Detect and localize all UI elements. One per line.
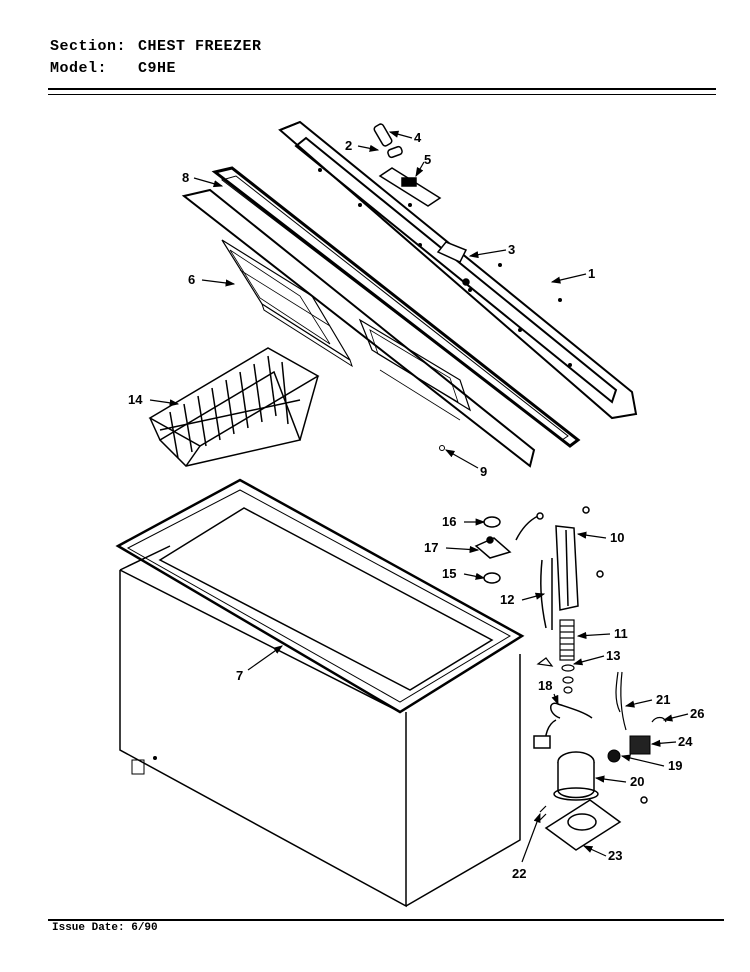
- callout-22: 22: [512, 866, 526, 881]
- section-label: Section:: [50, 38, 127, 55]
- power-cord: [533, 702, 593, 749]
- callout-6: 6: [188, 272, 195, 287]
- callout-16: 16: [442, 514, 456, 529]
- spring-washers: [536, 657, 575, 694]
- issue-date: Issue Date: 6/90: [52, 922, 158, 934]
- section-value: CHEST FREEZER: [138, 38, 262, 55]
- capacitor: [607, 749, 621, 763]
- wire-basket: [148, 347, 320, 467]
- outer-lid-frame: [278, 120, 638, 420]
- callout-23: 23: [608, 848, 622, 863]
- hinge-cap-lower: [483, 572, 501, 584]
- hinge-cover: [378, 167, 442, 207]
- callout-9: 9: [480, 464, 487, 479]
- relay-overload: [629, 735, 651, 755]
- cabinet-badge: [131, 756, 157, 775]
- outer-lid-holes: [318, 168, 572, 367]
- leader-lines: [149, 130, 689, 863]
- hinge-plate: [474, 512, 544, 559]
- footer-divider: [48, 919, 724, 921]
- callout-20: 20: [630, 774, 644, 789]
- compressor-base: [544, 796, 648, 851]
- compressor: [553, 751, 599, 801]
- callout-11: 11: [614, 626, 628, 641]
- hinge-spring: [559, 619, 575, 661]
- header-divider-thin: [48, 94, 716, 95]
- thermostat-tube: [615, 671, 627, 731]
- callout-8: 8: [182, 170, 189, 185]
- lid-hinge-assembly: [540, 506, 604, 630]
- callout-19: 19: [668, 758, 682, 773]
- callout-26: 26: [690, 706, 704, 721]
- callout-1: 1: [588, 266, 595, 281]
- cabinet-body: [119, 545, 521, 908]
- header-divider: [48, 88, 716, 90]
- callout-3: 3: [508, 242, 515, 257]
- inner-lid-liner: [181, 188, 536, 468]
- screw: [439, 445, 445, 451]
- model-header: Model: C9HE: [50, 60, 176, 77]
- hinge-cap: [483, 516, 501, 528]
- callout-labels: 1 2 3 4 5 6 7 8 9 10 11 12 13 14 15 16 1…: [128, 130, 704, 881]
- lid-lock-bracket: [436, 241, 470, 286]
- section-header: Section: CHEST FREEZER: [50, 38, 262, 55]
- lid-stop-pin: [373, 123, 403, 159]
- cabinet-breaker-rim: [115, 478, 525, 714]
- callout-12: 12: [500, 592, 514, 607]
- callout-14: 14: [128, 392, 143, 407]
- callout-7: 7: [236, 668, 243, 683]
- callout-24: 24: [678, 734, 693, 749]
- callout-10: 10: [610, 530, 624, 545]
- model-value: C9HE: [138, 60, 177, 77]
- grommet: [539, 805, 547, 821]
- clip: [651, 716, 667, 723]
- callout-21: 21: [656, 692, 670, 707]
- callout-2: 2: [345, 138, 352, 153]
- model-label: Model:: [50, 60, 108, 77]
- callout-18: 18: [538, 678, 552, 693]
- callout-5: 5: [424, 152, 431, 167]
- callout-4: 4: [414, 130, 422, 145]
- callout-13: 13: [606, 648, 620, 663]
- callout-15: 15: [442, 566, 456, 581]
- callout-17: 17: [424, 540, 438, 555]
- lid-gasket: [211, 166, 581, 448]
